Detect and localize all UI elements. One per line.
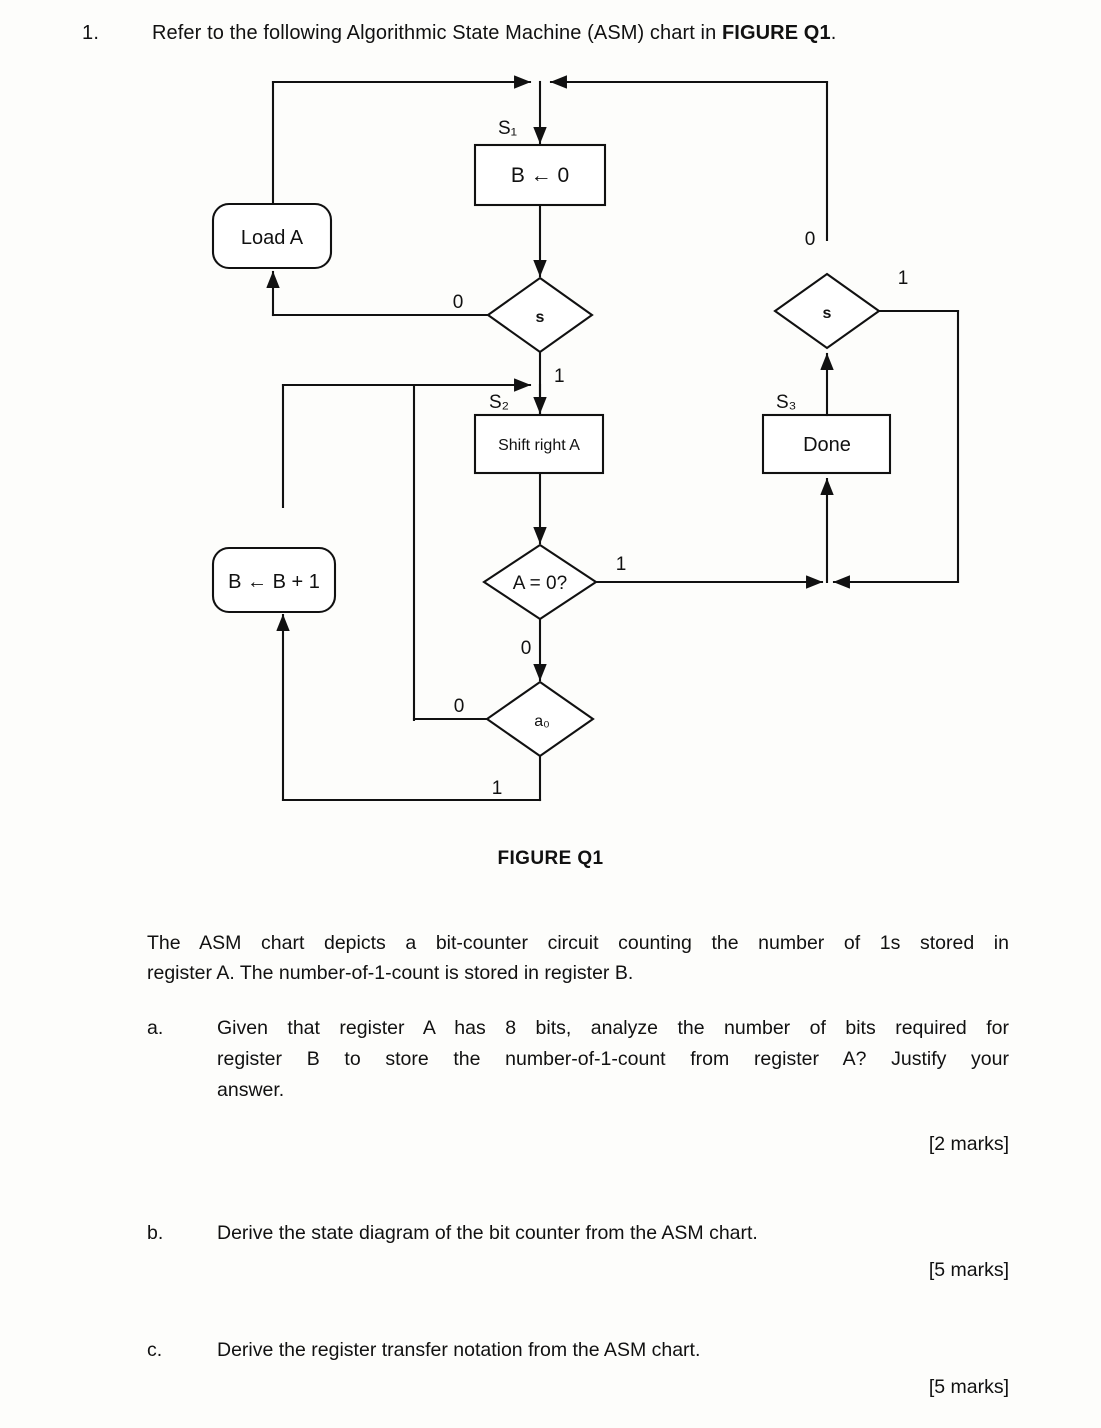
branch-label-a-zero-zero: 0 (521, 638, 532, 659)
question-item-c-label: c. (147, 1339, 163, 1361)
state-box-s2-label: Shift right A (498, 437, 580, 454)
state-box-s2 (473, 413, 605, 475)
intro-line-2: register A. The number-of-1-count is sto… (147, 962, 634, 984)
decision-a-zero-label: A = 0? (513, 573, 567, 594)
branch-label-right-s-zero: 0 (805, 229, 816, 250)
state-tag-s2: S₂ (489, 392, 509, 413)
question-item-a-line-2: register B to store the number-of-1-coun… (217, 1048, 1009, 1070)
question-item-b-body: Derive the state diagram of the bit coun… (217, 1222, 758, 1244)
question-item-a-line-1: Given that register A has 8 bits, analyz… (217, 1017, 1009, 1039)
conditional-load-a-label: Load A (241, 227, 304, 249)
decision-diamond-s-right (773, 272, 881, 350)
asm-chart-svg: B ← 0 Shift right A Done Load A B ← B + … (211, 75, 960, 802)
state-tag-s3: S₃ (776, 392, 796, 413)
state-box-s3-label: Done (803, 434, 851, 456)
branch-label-a-zero-one: 1 (616, 554, 627, 575)
figure-reference: FIGURE Q1 (721, 22, 831, 44)
decision-s-right-label: s (823, 305, 832, 322)
decision-s-left-label: s (536, 309, 545, 326)
intro-line-1: The ASM chart depicts a bit-counter circ… (147, 932, 1009, 954)
conditional-box-load-a (211, 202, 333, 270)
asm-connectors (211, 75, 960, 802)
question-number: 1. (82, 22, 100, 44)
intro-paragraph: The ASM chart depicts a bit-counter circ… (147, 928, 1009, 988)
state-tag-s1: S₁ (498, 118, 517, 139)
conditional-b-increment-label: B ← B + 1 (228, 571, 320, 593)
question-item-b-label: b. (147, 1222, 164, 1244)
state-box-s3-done (761, 413, 892, 475)
conditional-box-b-increment (211, 546, 337, 614)
question-prompt-tail: . (830, 22, 837, 44)
question-prompt-text: Refer to the following Algorithmic State… (152, 22, 722, 44)
branch-label-a0-one: 1 (492, 778, 503, 799)
marks-item-a: [2 marks] (928, 1133, 1009, 1155)
branch-label-right-s-one: 1 (898, 268, 909, 289)
decision-a0-label: a₀ (534, 713, 550, 730)
branch-label-left-s-zero: 0 (453, 292, 464, 313)
marks-item-c: [5 marks] (928, 1376, 1009, 1398)
branch-label-left-s-one: 1 (554, 366, 565, 387)
question-item-c-body: Derive the register transfer notation fr… (217, 1339, 701, 1361)
question-item-a-line-3: answer. (217, 1079, 285, 1101)
figure-caption: FIGURE Q1 (497, 848, 604, 869)
page-title: Refer to the following Algorithmic State… (152, 22, 836, 45)
branch-label-a0-zero: 0 (454, 696, 465, 717)
state-box-s1 (473, 143, 607, 207)
state-box-s1-label: B ← 0 (511, 164, 569, 187)
question-item-a-body: Given that register A has 8 bits, analyz… (217, 1013, 1009, 1106)
asm-chart-figure: B ← 0 Shift right A Done Load A B ← B + … (0, 70, 1101, 830)
question-item-a-label: a. (147, 1017, 164, 1039)
marks-item-b: [5 marks] (928, 1259, 1009, 1281)
